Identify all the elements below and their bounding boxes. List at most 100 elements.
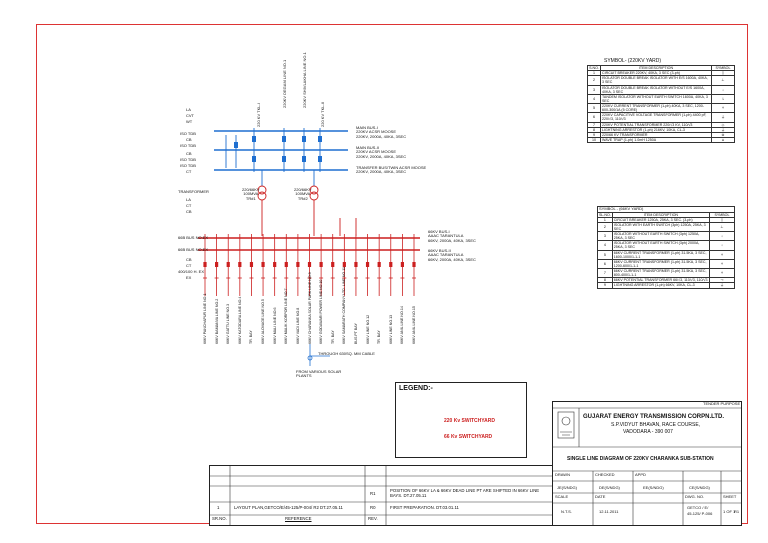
breaker-symbol [331,262,335,267]
breaker-symbol [261,262,265,267]
feeder-label-bottom: BUS PT BAY [353,323,358,344]
legend: LEGEND:- 220 Kv SWITCHYARD 66 Kv SWITCHY… [395,382,527,458]
left-label: LA [186,197,191,202]
left-label: LA [186,107,191,112]
breaker-symbol [319,262,323,267]
rev-value: R1 [734,509,740,514]
breaker-symbol [282,156,286,162]
bus-note: TRANSFER BUS/TWIN ACSR MOOSE 220KV, 2000… [356,165,426,175]
symbol-cell-desc: TANDEM ISOLATOR WITHOUT EARTH SWITCH 160… [600,93,712,105]
left-label: CT [186,263,192,268]
bus-note-line: 66KV, 2000A, 40KA, 3SEC [428,237,476,243]
left-label: EX [186,275,192,280]
solar-note-line: PLANTS [296,373,312,379]
symbol-cell-no: 7 [597,268,613,279]
tb-header: DRAWN [555,472,570,477]
tr-line: TR#2 [297,195,308,201]
breaker-symbol [249,262,254,267]
symbol-cell-sym: ⊥ [711,75,735,86]
legend-item: 66 Kv SWITCHYARD [444,434,493,440]
bus-note-line: 66KV, 2000A, 40KA, 3SEC [428,256,476,262]
feeder-label-bottom: 66KV MALI LINE NO.6 [272,307,277,344]
feeder-label-bottom: 66KV SAMARATH COMPANY LTD. LINE NO.11 [342,267,347,344]
feeder-label-bottom: 66KV LINE NO.13 [388,314,393,344]
col-header: SYMBOL [711,64,735,72]
revision-grid [210,466,553,525]
tb-header: SHEET [723,494,737,499]
feeder-label-top: 220 KV TKL-I [256,103,261,127]
solar-cable [307,344,330,366]
tr2-winding-hv [309,185,319,195]
breaker-symbol [215,262,219,267]
symbol-cell-desc: ISOLATOR WITHOUT EARTH SWITCH (3ph) 2000… [611,240,711,251]
symbol-cell-sym: ⫩ [709,249,735,260]
feeder-label-bottom: 66KV ANIL LINE NO.15 [412,306,416,344]
breaker-symbol [252,156,256,162]
feeder-label-bottom: 66KV ALOVAGE LINE NO.5 [261,299,266,344]
tr-line: 100MVA [295,191,311,197]
company-address: VADODARA - 390 007 [623,429,673,435]
sym220-title: SYMBOL- (220KV YARD) [604,58,662,64]
tender-purpose: TENDER PURPOSE [703,401,741,406]
bus-note-line: 220KV, 2000A, 40KA, 3SEC [356,153,407,159]
tr-line: TR#1 [245,195,256,201]
symbol-cell-sym: ⊔ [711,136,735,144]
left-label: CB [186,209,192,214]
drawing-title: SINGLE LINE DIAGRAM OF 220KV CHARANKA SU… [567,456,714,462]
breaker-symbol [307,262,312,267]
transformer-label: 220/66KV 100MVA TR#2 [294,187,312,201]
breaker-symbol [203,262,207,267]
symbol-cell-no: 5 [597,249,613,260]
left-label: CB [186,257,192,262]
legend-title: LEGEND:- [399,385,433,392]
symbol-cell-sym: ◇ [711,121,735,128]
col-header: SYMBOL [709,211,735,218]
breaker-symbol [252,136,256,142]
feeder-label-bottom: TR. BAY [377,330,382,344]
bus-note: MAIN BUS-I 220KV ACSR MOOSE 220KV, 2000A… [356,125,406,139]
tb-header: DATE [595,494,606,499]
approved-ee: EE(S/NDG) [643,485,664,490]
symbol-cell-sym: ⫩ [711,102,735,114]
tr-line: 100MVA [243,191,259,197]
breaker-symbol [365,262,370,267]
bus-note-line: 220KV ACSR MOOSE [356,149,397,155]
bus-note-line: AAAC TARANTULA [428,233,464,239]
revision-block: POSITION OF 66KV LA & 66KV DEAD LINE PT … [209,465,554,526]
breaker-symbol [273,262,277,267]
symbol-cell-desc: 220KV CURRENT TRANSFORMER (1-ph) 40KA, 3… [600,102,712,114]
66kv-feeders [203,234,416,296]
left-label: WT [186,119,193,124]
symbol-cell-sym: ↓ [709,231,735,242]
rev-header: REFERENCE [285,516,312,521]
tr-line: 220/66KV [294,187,312,192]
feeder-label-bottom: 66KV ANIL LINE NO.14 [400,306,405,344]
symbol-cell-no: 3 [597,231,613,242]
feeder-label-top: 220KV DEGAM LINE NO.1 [282,59,287,108]
rev-desc: POSITION OF 66KV LA & 66KV DEAD LINE PT … [390,488,540,498]
breaker-symbol [412,262,416,267]
symbol-cell-sym: ⇂ [711,93,735,105]
solar-note-line: FROM VARIOUS SOLAR [296,369,342,374]
breaker-symbol [342,262,346,267]
symbol-cell-sym: ▯ [711,70,735,77]
symbol-cell-desc: ISOLATOR DOUBLE BREAK ISOLATOR WITH E/S … [600,75,712,86]
tb-header: DWG. NO. [685,494,705,499]
feeder-label-bottom: 66KV VADI LINE NO.8 [295,307,300,344]
col-header: SL.NO. [597,211,613,218]
symbol-cell-desc: WAVE TRAP (1-ph) 1.0mH 1250A [600,136,712,144]
breaker-symbol [234,142,238,148]
220kv-feeders [225,128,321,172]
symbol-cell-sym: ↓ [709,240,735,251]
company-logo [557,411,575,439]
symbol-cell-desc: 220KV CAPACITIVE VOLTAGE TRANSFORMER (1-… [600,112,712,123]
symbol-cell-no: 2 [587,75,601,86]
symbol-cell-no: 10 [587,136,601,144]
